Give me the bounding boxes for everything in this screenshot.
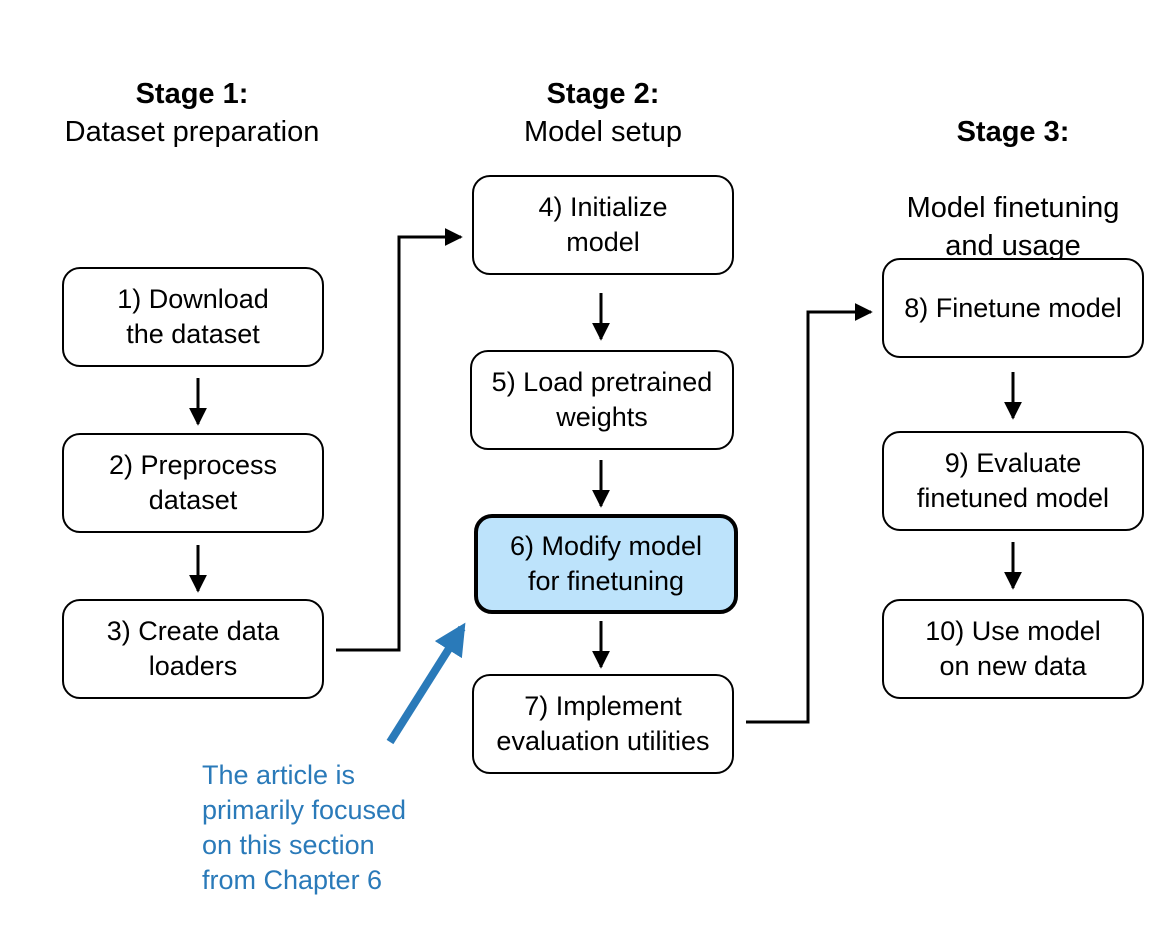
callout-annotation: The article is primarily focused on this… xyxy=(202,760,407,895)
step-3-create-data-loaders: 3) Create data loaders xyxy=(62,599,324,699)
step-3-label: 3) Create data loaders xyxy=(106,616,280,681)
stage-1-title: Stage 1: xyxy=(135,78,249,110)
step-1-download-dataset: 1) Download the dataset xyxy=(62,267,324,367)
step-10-label: 10) Use model on new data xyxy=(925,616,1101,681)
step-4-label: 4) Initialize model xyxy=(538,192,668,257)
stage-3-header: Stage 3: Model finetuning and usage xyxy=(863,75,1163,303)
arrow-7-to-8 xyxy=(746,303,873,724)
step-10-use-model: 10) Use model on new data xyxy=(882,599,1144,699)
arrow-3-to-4 xyxy=(336,228,463,652)
step-7-label: 7) Implement evaluation utilities xyxy=(496,691,710,756)
step-2-preprocess-dataset: 2) Preprocess dataset xyxy=(62,433,324,533)
step-6-label: 6) Modify model for finetuning xyxy=(509,531,703,596)
stage-2-subtitle: Model setup xyxy=(524,116,682,148)
step-5-load-pretrained-weights: 5) Load pretrained weights xyxy=(470,350,734,450)
callout-arrow xyxy=(386,622,466,745)
stage-2-title: Stage 2: xyxy=(546,78,660,110)
step-6-modify-model: 6) Modify model for finetuning xyxy=(474,514,738,614)
stage-2-header: Stage 2: Model setup xyxy=(453,75,753,151)
stage-1-subtitle: Dataset preparation xyxy=(64,116,320,148)
step-2-label: 2) Preprocess dataset xyxy=(108,450,278,515)
step-4-initialize-model: 4) Initialize model xyxy=(472,175,734,275)
step-8-finetune-model: 8) Finetune model xyxy=(882,258,1144,358)
step-7-implement-evaluation-utilities: 7) Implement evaluation utilities xyxy=(472,674,734,774)
stage-3-title: Stage 3: xyxy=(956,116,1070,148)
step-5-label: 5) Load pretrained weights xyxy=(491,367,713,432)
step-1-label: 1) Download the dataset xyxy=(117,284,269,349)
step-8-label: 8) Finetune model xyxy=(904,292,1122,323)
step-9-label: 9) Evaluate finetuned model xyxy=(916,448,1110,513)
step-9-evaluate-finetuned-model: 9) Evaluate finetuned model xyxy=(882,431,1144,531)
stage-3-subtitle: Model finetuning and usage xyxy=(906,192,1120,262)
stage-1-header: Stage 1: Dataset preparation xyxy=(42,75,342,151)
